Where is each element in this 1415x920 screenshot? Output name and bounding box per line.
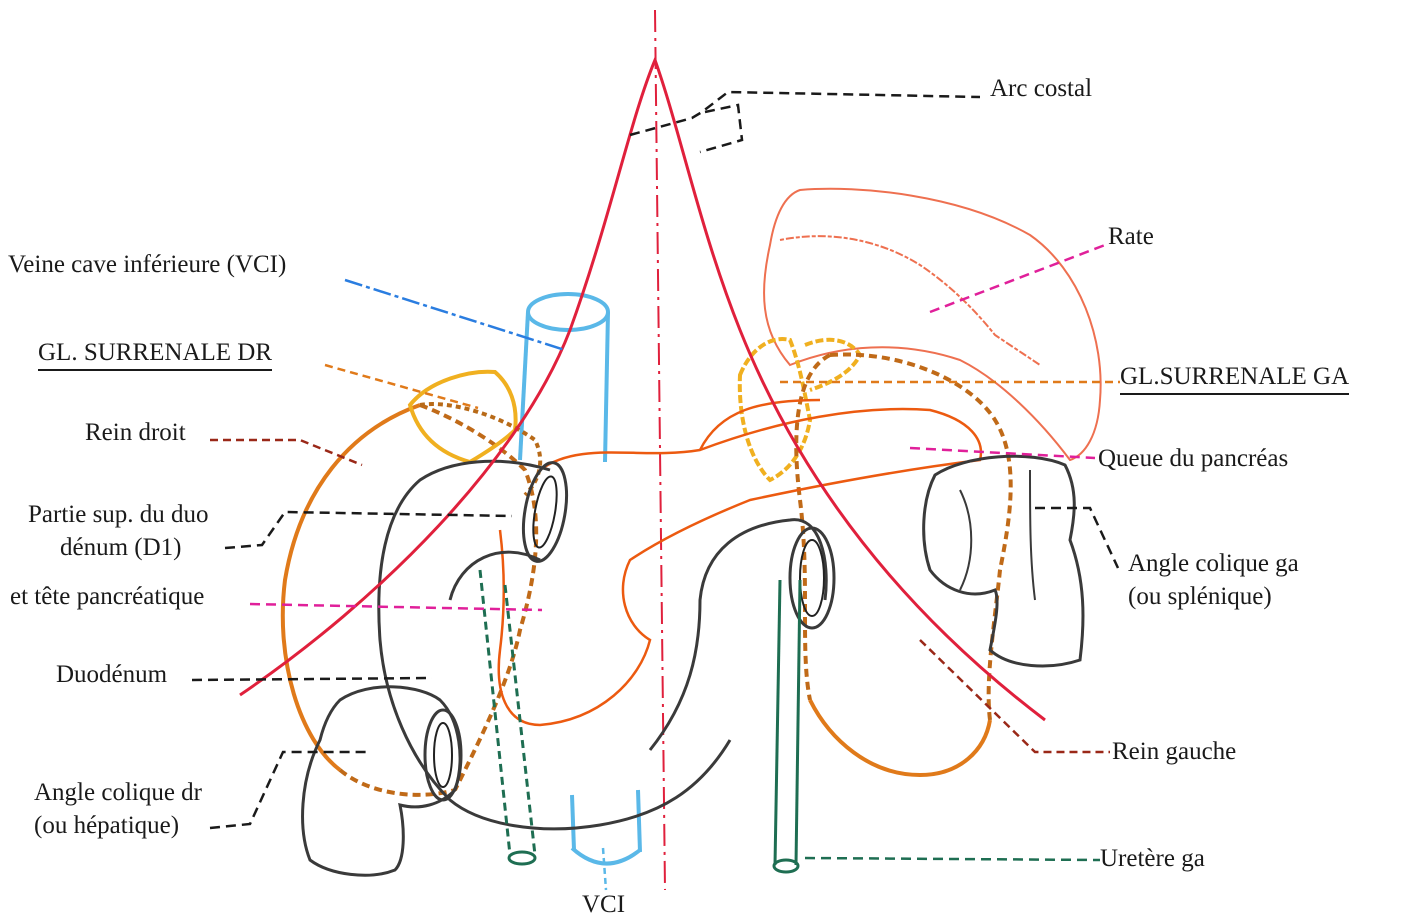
label-angle-colique-dr-line2: (ou hépatique): [34, 812, 180, 839]
label-duodenum: Duodénum: [56, 661, 168, 688]
label-queue-pancreas: Queue du pancréas: [1098, 445, 1289, 472]
left-kidney: [794, 352, 1013, 778]
leader-partie-sup-duodenum: [224, 510, 513, 550]
label-vci: VCI: [582, 891, 626, 918]
label-rate: Rate: [1108, 223, 1154, 250]
leader-angle-colique-ga: [1035, 506, 1120, 569]
label-partie-sup-duodenum: Partie sup. du duo dénum (D1): [28, 498, 209, 564]
leader-gl-surrenale-dr: [324, 363, 479, 410]
right-ureter: [478, 569, 537, 866]
label-rein-droit: Rein droit: [85, 419, 186, 446]
leader-vci-bottom: [601, 847, 608, 891]
spleen: [763, 187, 1102, 462]
leader-lines: [191, 90, 1120, 891]
label-angle-colique-ga-line1: Angle colique ga: [1128, 550, 1299, 577]
label-rein-gauche: Rein gauche: [1112, 738, 1237, 765]
leader-rate: [929, 243, 1106, 314]
label-uretere-ga: Uretère ga: [1100, 845, 1205, 872]
label-partie-sup-line1: Partie sup. du duo: [28, 501, 209, 528]
label-tete-pancreatique: et tête pancréatique: [10, 583, 205, 610]
pancreas: [497, 398, 983, 727]
leader-rein-droit: [210, 438, 363, 467]
vena-cava: [518, 292, 642, 866]
label-partie-sup-line2: dénum (D1): [60, 534, 182, 561]
leader-vci: [344, 278, 566, 352]
leader-arc-costal-bracket: [699, 103, 744, 154]
label-angle-colique-ga: Angle colique ga (ou splénique): [1128, 547, 1299, 613]
costal-arc: [239, 55, 1046, 722]
leader-angle-colique-dr: [209, 750, 368, 830]
splenic-flexure: [922, 454, 1085, 668]
label-vci-full: Veine cave inférieure (VCI): [8, 251, 287, 278]
label-arc-costal: Arc costal: [990, 75, 1093, 102]
label-angle-colique-ga-line2: (ou splénique): [1128, 583, 1272, 610]
leader-rein-gauche: [919, 639, 1110, 754]
label-gl-surrenale-dr: GL. SURRENALE DR: [38, 340, 273, 371]
label-angle-colique-dr-line1: Angle colique dr: [34, 779, 203, 806]
midline: [654, 9, 666, 891]
leader-arc-costal: [629, 90, 981, 137]
leader-duodenum: [191, 676, 433, 682]
left-ureter: [772, 579, 802, 874]
hepatic-flexure: [301, 685, 463, 877]
label-gl-surrenale-ga: GL.SURRENALE GA: [1120, 364, 1350, 395]
leader-tete-pancreatique: [249, 602, 543, 612]
duodenum: [377, 459, 836, 831]
leader-uretere-ga: [804, 856, 1101, 862]
label-angle-colique-dr: Angle colique dr (ou hépatique): [34, 776, 202, 842]
